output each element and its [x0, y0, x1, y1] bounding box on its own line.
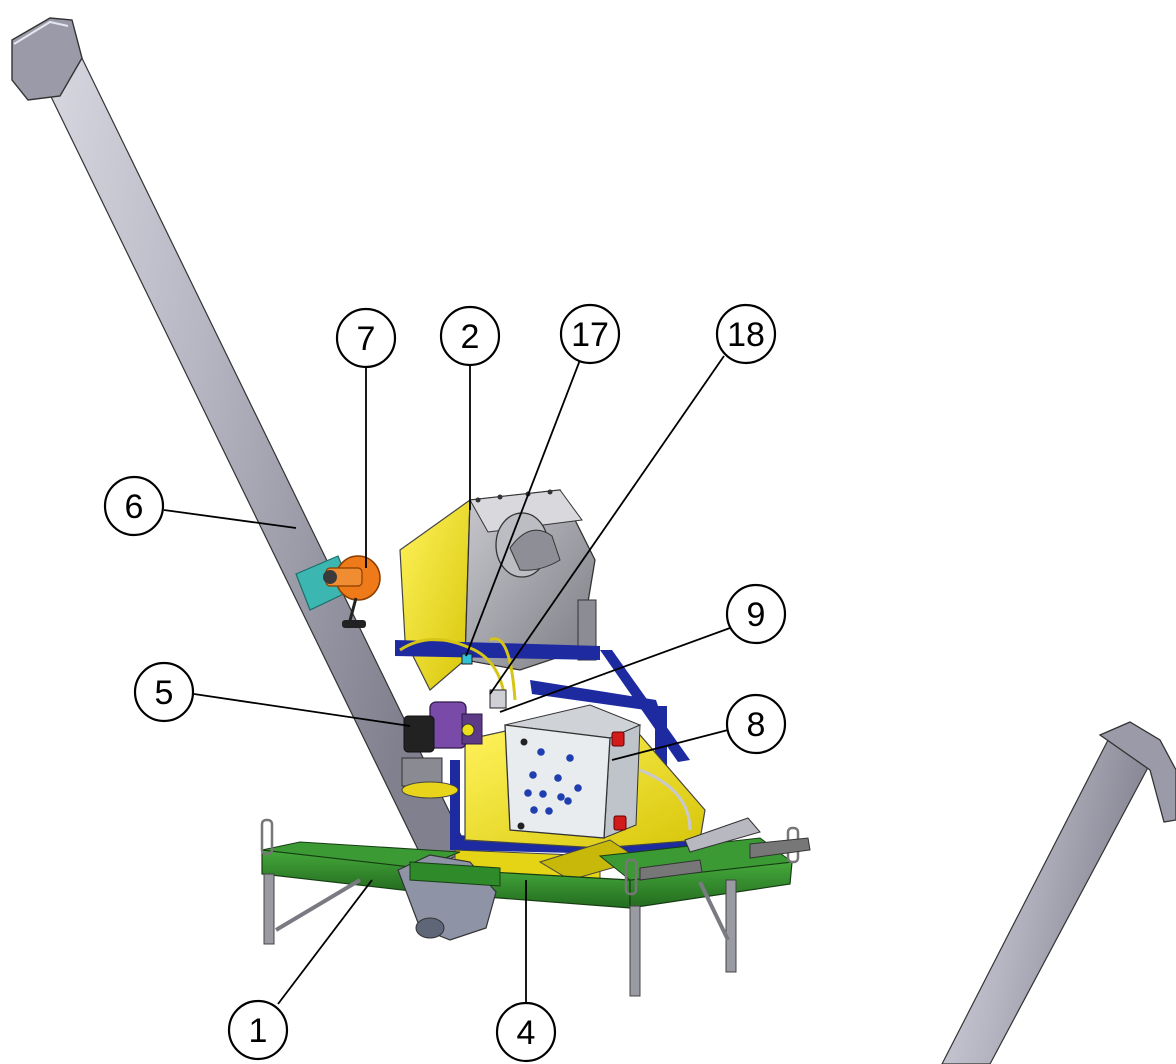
leader-9: [499, 627, 731, 713]
callout-2: 2: [439, 305, 501, 367]
leader-5: [193, 693, 411, 727]
auger-tube: [11, 17, 469, 871]
secondary-auger-tube: [941, 721, 1176, 1064]
callout-17: 17: [559, 303, 621, 365]
callout-9: 9: [725, 583, 787, 645]
leader-6: [163, 509, 297, 529]
svg-text:6: 6: [125, 488, 144, 526]
leader-1: [277, 879, 373, 1005]
leader-17: [465, 359, 581, 657]
gear-motor: [401, 701, 483, 799]
svg-text:4: 4: [517, 1014, 536, 1052]
svg-text:7: 7: [357, 320, 376, 358]
control-cabinet: [504, 704, 642, 839]
leader-lines: [163, 355, 731, 1005]
svg-text:1: 1: [249, 1012, 268, 1050]
callout-7: 7: [335, 307, 397, 369]
callout-18: 18: [715, 303, 777, 365]
svg-text:5: 5: [155, 674, 174, 712]
leader-8: [611, 729, 729, 761]
svg-text:17: 17: [571, 316, 609, 354]
svg-text:18: 18: [727, 316, 765, 354]
svg-text:9: 9: [747, 596, 766, 634]
base-frame: [260, 817, 811, 997]
hopper: [399, 489, 597, 691]
callout-8: 8: [725, 693, 787, 755]
callout-6: 6: [103, 475, 165, 537]
svg-text:2: 2: [461, 318, 480, 356]
svg-text:8: 8: [747, 706, 766, 744]
crank-handle: [323, 555, 381, 629]
callout-1: 1: [227, 999, 289, 1061]
callout-4: 4: [495, 1001, 557, 1063]
leader-18: [489, 355, 725, 695]
callout-5: 5: [133, 661, 195, 723]
callouts: 6 7 2 17 18 9 5 8: [103, 303, 787, 1063]
